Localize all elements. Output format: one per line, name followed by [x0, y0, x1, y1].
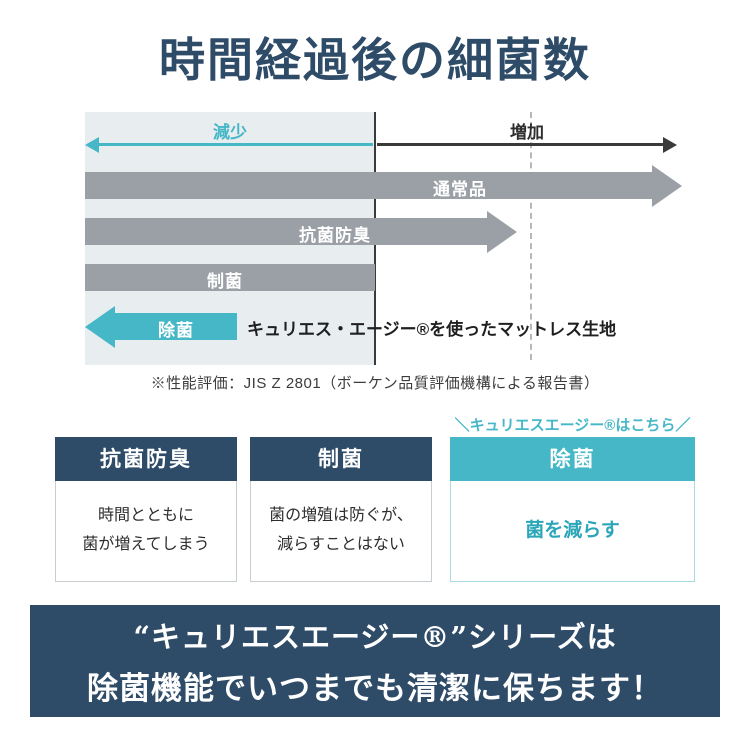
banner-line2: 除菌機能でいつまでも清潔に保ちます！	[87, 671, 663, 707]
arrow-sterilizing-head-icon	[85, 306, 115, 348]
sterilizing-product-note: キュリエス・エージー®を使ったマットレス生地	[247, 320, 617, 339]
arrow-antibacterial-label: 抗菌防臭	[299, 226, 371, 245]
curies-ag-callout-link[interactable]: ＼キュリエスエージー®はこちら／	[454, 417, 691, 434]
arrow-left-icon	[85, 137, 99, 153]
card-antibacterial-line2: 菌が増えてしまう	[82, 536, 210, 553]
arrow-antibacterial-head-icon	[487, 211, 517, 253]
card-antibacterial-body: 時間とともに 菌が増えてしまう	[55, 481, 237, 582]
arrow-regular-product-head-icon	[652, 165, 682, 207]
card-antibacterial-line1: 時間とともに	[97, 507, 194, 525]
card-sterilizing-header: 除菌	[450, 437, 695, 481]
arrow-right-icon	[663, 137, 677, 153]
decrease-axis-line	[94, 143, 373, 146]
arrow-sterilizing	[115, 313, 237, 340]
card-bacteriostatic-body: 菌の増殖は防ぐが、 減らすことはない	[250, 481, 432, 582]
bar-bacteriostatic	[85, 264, 375, 291]
decrease-label: 減少	[213, 123, 247, 142]
increase-axis-line	[377, 143, 663, 146]
increase-label: 増加	[510, 123, 544, 142]
arrow-antibacterial	[85, 218, 487, 245]
card-antibacterial: 抗菌防臭 時間とともに 菌が増えてしまう	[55, 437, 237, 582]
bar-bacteriostatic-label: 制菌	[207, 272, 243, 291]
card-antibacterial-header: 抗菌防臭	[55, 437, 237, 481]
bacteria-time-chart: 減少 増加 通常品 抗菌防臭 制菌 除菌 キュリエス・エージー®を使ったマットレ…	[85, 112, 685, 365]
card-sterilizing-line1: 菌を減らす	[525, 519, 620, 541]
card-bacteriostatic-line2: 減らすことはない	[277, 536, 405, 553]
banner-line1: “キュリエスエージー®”シリーズは	[133, 620, 617, 654]
card-bacteriostatic-header: 制菌	[250, 437, 432, 481]
evaluation-caption: ※性能評価：JIS Z 2801（ボーケン品質評価機構による報告書）	[150, 375, 600, 392]
arrow-sterilizing-label: 除菌	[158, 321, 194, 340]
card-sterilizing: 除菌 菌を減らす	[450, 437, 695, 582]
arrow-regular-product-label: 通常品	[433, 180, 487, 199]
series-banner: “キュリエスエージー®”シリーズは 除菌機能でいつまでも清潔に保ちます！	[30, 605, 720, 717]
card-sterilizing-body: 菌を減らす	[450, 481, 695, 582]
dashed-guideline	[530, 112, 532, 360]
card-bacteriostatic: 制菌 菌の増殖は防ぐが、 減らすことはない	[250, 437, 432, 582]
arrow-regular-product	[85, 172, 652, 199]
page-title: 時間経過後の細菌数	[159, 33, 591, 87]
card-bacteriostatic-line1: 菌の増殖は防ぐが、	[269, 507, 413, 525]
